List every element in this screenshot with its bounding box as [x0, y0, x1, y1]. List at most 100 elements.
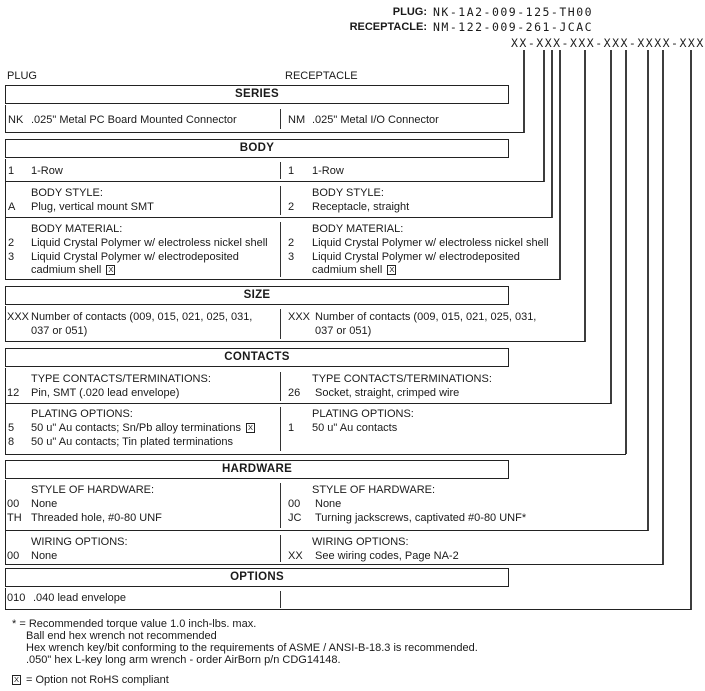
wiring-right-code: XX: [288, 550, 303, 562]
connector-line-body-material: [559, 50, 561, 280]
options-content-box: [5, 588, 691, 610]
size-left-desc2: 037 or 051): [31, 325, 88, 337]
wiring-left-desc: None: [31, 550, 58, 562]
body-row-left-desc: 1-Row: [31, 165, 63, 177]
size-right-code: XXX: [288, 311, 311, 323]
connector-line-series: [523, 50, 525, 133]
body-style-left-heading: BODY STYLE:: [31, 187, 103, 199]
not-rohs-icon: X: [245, 423, 255, 433]
plating-left-code2: 8: [8, 436, 15, 448]
plating-left-desc1: 50 u" Au contacts; Sn/Pb alloy terminati…: [31, 422, 255, 434]
body-material-column-divider: [280, 222, 281, 277]
plating-box: [5, 402, 626, 455]
series-section-header: SERIES: [5, 85, 509, 104]
contact-type-left-code: 12: [7, 387, 20, 399]
plug-column-label: PLUG: [7, 70, 37, 82]
size-section-header: SIZE: [5, 286, 509, 305]
connector-line-options: [690, 50, 692, 610]
wiring-box: [5, 529, 663, 565]
not-rohs-icon: X: [12, 675, 22, 685]
receptacle-column-label: RECEPTACLE: [285, 70, 358, 82]
body-material-right-desc2: Liquid Crystal Polymer w/ electroless ni…: [312, 237, 549, 249]
series-column-divider: [280, 109, 281, 129]
body-style-right-heading: BODY STYLE:: [312, 187, 384, 199]
body-material-left-code2: 2: [8, 237, 15, 249]
series-left-desc: .025" Metal PC Board Mounted Connector: [31, 114, 237, 126]
body-row-right-desc: 1-Row: [312, 165, 344, 177]
plating-right-code: 1: [288, 422, 295, 434]
body-material-left-desc2: Liquid Crystal Polymer w/ electroless ni…: [31, 237, 268, 249]
options-left-desc: .040 lead envelope: [33, 592, 126, 604]
contact-type-left-heading: TYPE CONTACTS/TERMINATIONS:: [31, 373, 211, 385]
body-material-right-heading: BODY MATERIAL:: [312, 223, 404, 235]
connector-line-contact-type: [610, 50, 612, 404]
connector-line-plating: [625, 50, 627, 454]
hardware-style-right-desc2: Turning jackscrews, captivated #0-80 UNF…: [315, 512, 527, 524]
contacts-section-header: CONTACTS: [5, 348, 509, 367]
hardware-style-right-heading: STYLE OF HARDWARE:: [312, 484, 436, 496]
receptacle-part-number-label: RECEPTACLE:: [349, 21, 427, 33]
wiring-column-divider: [280, 535, 281, 562]
body-style-box: [5, 182, 552, 218]
contact-type-right-code: 26: [288, 387, 301, 399]
body-row-left-code: 1: [8, 165, 15, 177]
hardware-style-box: [5, 480, 648, 531]
body-style-left-desc: Plug, vertical mount SMT: [31, 201, 154, 213]
body-style-left-code: A: [8, 201, 16, 213]
body-row-box: [5, 159, 544, 182]
wiring-left-heading: WIRING OPTIONS:: [31, 536, 128, 548]
hardware-style-left-code2: TH: [7, 512, 22, 524]
body-material-right-desc3a: Liquid Crystal Polymer w/ electrodeposit…: [312, 251, 520, 263]
contact-type-column-divider: [280, 372, 281, 401]
contact-type-left-desc: Pin, SMT (.020 lead envelope): [31, 387, 180, 399]
body-material-left-code3: 3: [8, 251, 15, 263]
connector-line-body-row: [543, 50, 545, 182]
series-right-code: NM: [288, 114, 306, 126]
connector-line-body-style: [551, 50, 553, 218]
body-section-header: BODY: [5, 139, 509, 158]
size-left-desc1: Number of contacts (009, 015, 021, 025, …: [31, 311, 253, 323]
hardware-style-left-desc2: Threaded hole, #0-80 UNF: [31, 512, 162, 524]
plating-left-heading: PLATING OPTIONS:: [31, 408, 133, 420]
footnote-rohs: X= Option not RoHS compliant: [12, 674, 169, 686]
hardware-style-left-desc1: None: [31, 498, 58, 510]
contact-type-box: [5, 368, 611, 404]
hardware-style-left-heading: STYLE OF HARDWARE:: [31, 484, 155, 496]
receptacle-part-number-value: NM-122-009-261-JCAC: [433, 20, 594, 34]
body-material-left-heading: BODY MATERIAL:: [31, 223, 123, 235]
wiring-right-heading: WIRING OPTIONS:: [312, 536, 409, 548]
options-column-divider: [280, 591, 281, 608]
contact-type-right-heading: TYPE CONTACTS/TERMINATIONS:: [312, 373, 492, 385]
size-content-box: [5, 306, 585, 342]
connector-line-wiring: [662, 50, 664, 565]
connector-line-hardware-style: [647, 50, 649, 531]
hardware-style-left-code1: 00: [7, 498, 20, 510]
footnote-lkey: .050" hex L-key long arm wrench - order …: [26, 654, 341, 666]
body-material-right-code3: 3: [288, 251, 295, 263]
body-style-column-divider: [280, 186, 281, 215]
body-style-right-desc: Receptacle, straight: [312, 201, 410, 213]
wiring-left-code: 00: [7, 550, 20, 562]
size-left-code: XXX: [7, 311, 30, 323]
body-material-box: [5, 216, 560, 280]
footnote-torque: * = Recommended torque value 1.0 inch-lb…: [12, 618, 257, 630]
plating-right-heading: PLATING OPTIONS:: [312, 408, 414, 420]
hardware-style-column-divider: [280, 483, 281, 528]
size-right-desc2: 037 or 051): [315, 325, 372, 337]
hardware-section-header: HARDWARE: [5, 460, 509, 479]
plug-part-number-label: PLUG:: [392, 6, 427, 18]
body-row-column-divider: [280, 162, 281, 179]
series-right-desc: .025" Metal I/O Connector: [312, 114, 439, 126]
body-row-right-code: 1: [288, 165, 295, 177]
generic-part-number-pattern: XX-XXX-XXX-XXX-XXXX-XXX: [511, 36, 705, 50]
body-material-left-desc3a: Liquid Crystal Polymer w/ electrodeposit…: [31, 251, 239, 263]
plating-left-code1: 5: [8, 422, 15, 434]
options-left-code: 010: [7, 592, 26, 604]
hardware-style-right-code1: 00: [288, 498, 301, 510]
series-left-code: NK: [8, 114, 24, 126]
wiring-right-desc: See wiring codes, Page NA-2: [315, 550, 459, 562]
options-section-header: OPTIONS: [5, 568, 509, 587]
